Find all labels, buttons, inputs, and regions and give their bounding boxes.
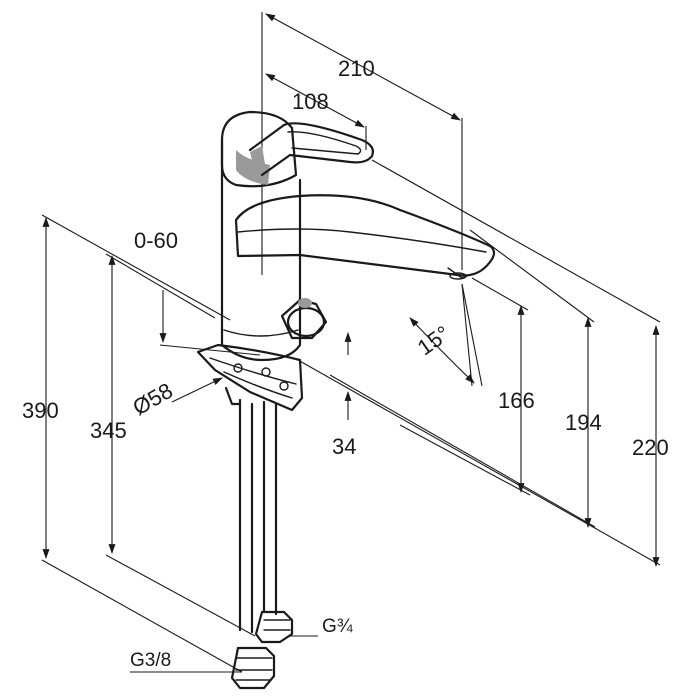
- dim-base-diameter: Ø58: [128, 378, 177, 420]
- dim-swivel-angle: 15°: [413, 321, 455, 361]
- dim-reach-lever: 108: [292, 89, 329, 114]
- mounting-base: [196, 343, 304, 412]
- dim-base-height: 34: [332, 434, 356, 459]
- lever-handle: [248, 122, 374, 178]
- supply-hoses: [230, 398, 294, 690]
- dim-hose-thread-small: G3/8: [130, 650, 171, 671]
- dim-hose-thread-large: G¾: [322, 616, 354, 637]
- dim-height-to-base: 345: [90, 418, 127, 443]
- side-valve: [280, 298, 328, 340]
- dim-reach-total: 210: [338, 56, 375, 81]
- faucet-body: [220, 110, 302, 362]
- dim-deck-thickness: 0-60: [134, 228, 178, 253]
- dim-spout-top-height: 194: [565, 410, 602, 435]
- dim-overall-height: 220: [632, 435, 669, 460]
- dim-height-total: 390: [22, 398, 59, 423]
- dimension-lines: [41, 12, 661, 673]
- spout: [234, 194, 496, 280]
- dim-spout-height: 166: [498, 388, 535, 413]
